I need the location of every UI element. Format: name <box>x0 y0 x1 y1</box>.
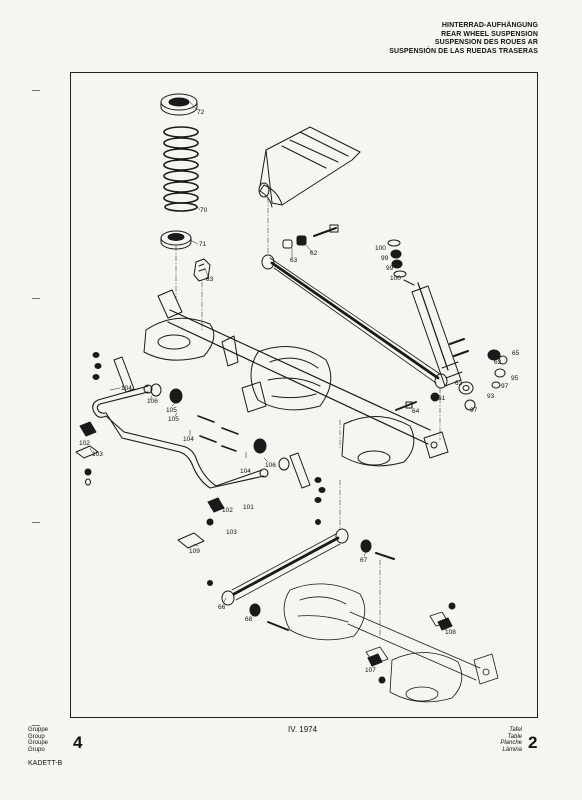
label-105-middle: 105 <box>168 416 179 423</box>
label-83: 83 <box>206 276 214 283</box>
label-106-left: 106 <box>147 398 158 405</box>
label-97-right: 97 <box>501 383 509 390</box>
assembly-guide-lines <box>175 197 441 641</box>
title-fr: SUSPENSION DES ROUES AR <box>434 39 538 47</box>
label-104-right: 104 <box>240 468 251 475</box>
link-bushings-top <box>282 224 339 249</box>
label-66: 66 <box>218 604 226 611</box>
issue-date: IV. 1974 <box>288 725 318 734</box>
label-63-upper: 63 <box>290 257 298 264</box>
label-61: 61 <box>438 395 446 402</box>
label-100-upper: 100 <box>375 245 386 252</box>
label-102-middle: 102 <box>222 507 233 514</box>
stabilizer-bushings <box>150 383 290 471</box>
label-95: 95 <box>511 375 519 382</box>
title-en: REAR WHEEL SUSPENSION <box>441 30 538 38</box>
upper-control-link <box>261 254 448 389</box>
shock-hardware-right <box>395 349 508 411</box>
label-103-middle: 103 <box>226 529 237 536</box>
stabilizer-bracket-left <box>75 421 99 486</box>
group-label-en: Group <box>28 733 45 740</box>
plate-label-de: Tafel <box>509 727 522 733</box>
label-104-middle: 104 <box>183 436 194 443</box>
upper-spring-seat <box>160 93 198 116</box>
stabilizer-bracket-middle <box>177 497 225 549</box>
label-67: 67 <box>360 557 368 564</box>
label-106-right: 106 <box>265 462 276 469</box>
rear-axle-housing <box>143 289 449 467</box>
label-105-left: 105 <box>166 407 177 414</box>
plate-labels: Tafel Table Planche Lámina <box>500 727 522 753</box>
label-62-upper: 62 <box>310 250 318 257</box>
plate-label-es: Lámina <box>502 746 522 753</box>
bracket-107-108 <box>367 602 456 684</box>
label-104-left: 104 <box>121 385 132 392</box>
title-block: HINTERRAD-AUFHÄNGUNG REAR WHEEL SUSPENSI… <box>389 22 538 56</box>
diagram-frame <box>70 72 538 718</box>
label-97-lower: 97 <box>470 407 478 414</box>
label-68: 68 <box>245 616 253 623</box>
plate-label-en: Table <box>507 733 522 740</box>
label-103-left: 103 <box>92 451 103 458</box>
margin-mark <box>32 298 40 299</box>
label-107: 107 <box>365 667 376 674</box>
shock-absorber <box>411 282 474 395</box>
part-number-labels: 72 70 71 83 63 62 100 99 99 100 62 65 63… <box>79 109 520 674</box>
label-109: 109 <box>189 548 200 555</box>
label-65: 65 <box>512 350 520 357</box>
group-label-es: Grupo <box>28 746 45 753</box>
bushing-stack-left <box>92 352 102 380</box>
stabilizer-bar <box>92 384 269 489</box>
title-de: HINTERRAD-AUFHÄNGUNG <box>441 22 538 29</box>
margin-mark <box>32 522 40 523</box>
plate-number: 2 <box>528 733 538 752</box>
label-71: 71 <box>199 241 207 248</box>
label-100-lower: 100 <box>390 275 401 282</box>
label-64: 64 <box>412 408 420 415</box>
label-99-lower: 99 <box>386 265 394 272</box>
bushing-stack-right <box>314 477 326 503</box>
shock-hardware-top <box>387 239 415 286</box>
group-label-fr: Groupe <box>28 740 49 747</box>
rear-axle-lower-view <box>283 583 499 703</box>
model-name: KADETT-B <box>28 760 63 767</box>
title-es: SUSPENSIÓN DE LAS RUEDAS TRASERAS <box>389 47 538 55</box>
label-93: 93 <box>487 393 495 400</box>
label-63-right: 63 <box>455 380 463 387</box>
label-72: 72 <box>197 109 205 116</box>
label-99-upper: 99 <box>381 255 389 262</box>
margin-mark <box>32 725 40 726</box>
margin-mark <box>32 90 40 91</box>
stabilizer-bolts <box>197 415 239 452</box>
plate-label-fr: Planche <box>500 740 522 747</box>
coil-spring <box>163 126 199 212</box>
group-number: 4 <box>73 733 83 752</box>
group-labels: Gruppe Group Groupe Grupo <box>28 727 48 753</box>
label-70: 70 <box>200 207 208 214</box>
label-108: 108 <box>445 629 456 636</box>
group-label-de: Gruppe <box>28 727 49 733</box>
stabilizer-links <box>113 356 311 489</box>
label-102-left: 102 <box>79 440 90 447</box>
lower-control-arm <box>207 519 395 631</box>
part-leader-lines <box>89 101 447 665</box>
bump-stop <box>193 258 211 282</box>
label-101: 101 <box>243 504 254 511</box>
label-62-right: 62 <box>494 359 502 366</box>
upper-mounting-bracket <box>258 126 361 208</box>
